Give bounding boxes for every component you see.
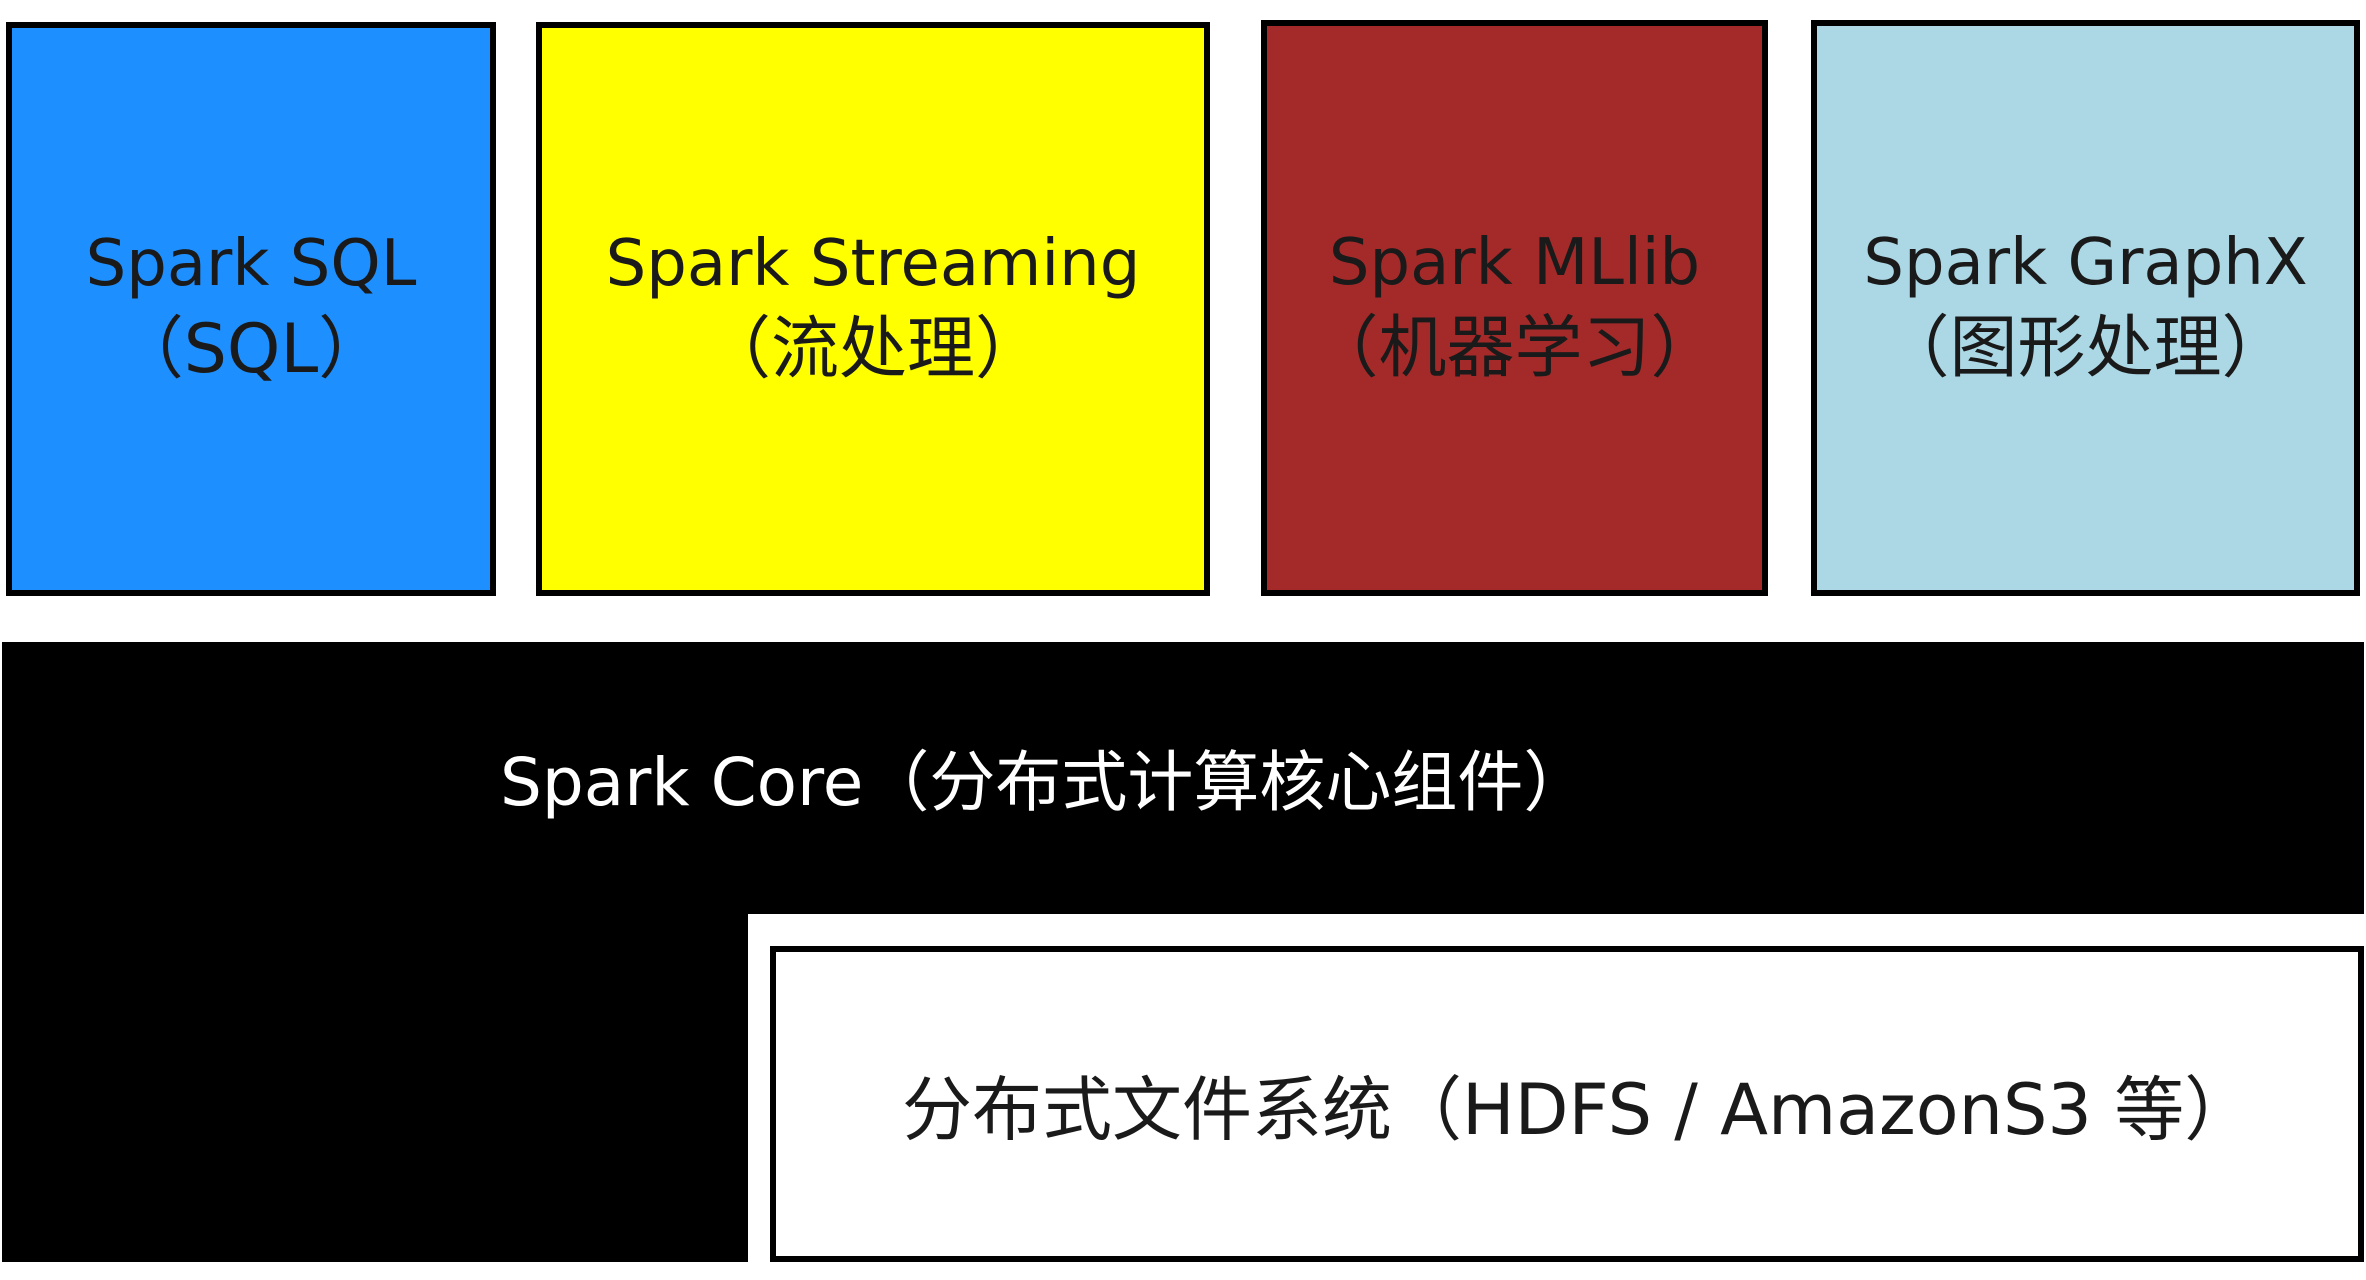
spark-sql-desc: （SQL） xyxy=(115,310,387,390)
spark-mllib-box: Spark MLlib （机器学习） xyxy=(1261,20,1768,596)
spark-mllib-name: Spark MLlib xyxy=(1328,226,1701,301)
distributed-filesystem-label: 分布式文件系统（HDFS / AmazonS3 等） xyxy=(902,1068,2255,1151)
spark-graphx-name: Spark GraphX xyxy=(1863,226,2308,301)
spark-core-shape xyxy=(2,642,2364,1262)
spark-streaming-desc: （流处理） xyxy=(702,310,1043,390)
spark-graphx-box: Spark GraphX （图形处理） xyxy=(1811,20,2360,596)
distributed-filesystem-box: 分布式文件系统（HDFS / AmazonS3 等） xyxy=(770,946,2364,1262)
spark-mllib-desc: （机器学习） xyxy=(1310,309,1719,389)
spark-streaming-name: Spark Streaming xyxy=(605,227,1141,302)
spark-sql-box: Spark SQL （SQL） xyxy=(6,22,496,596)
spark-core-label: Spark Core（分布式计算核心组件） xyxy=(500,744,1590,821)
spark-graphx-desc: （图形处理） xyxy=(1881,309,2290,389)
spark-sql-name: Spark SQL xyxy=(85,227,417,302)
spark-streaming-box: Spark Streaming （流处理） xyxy=(536,22,1210,596)
